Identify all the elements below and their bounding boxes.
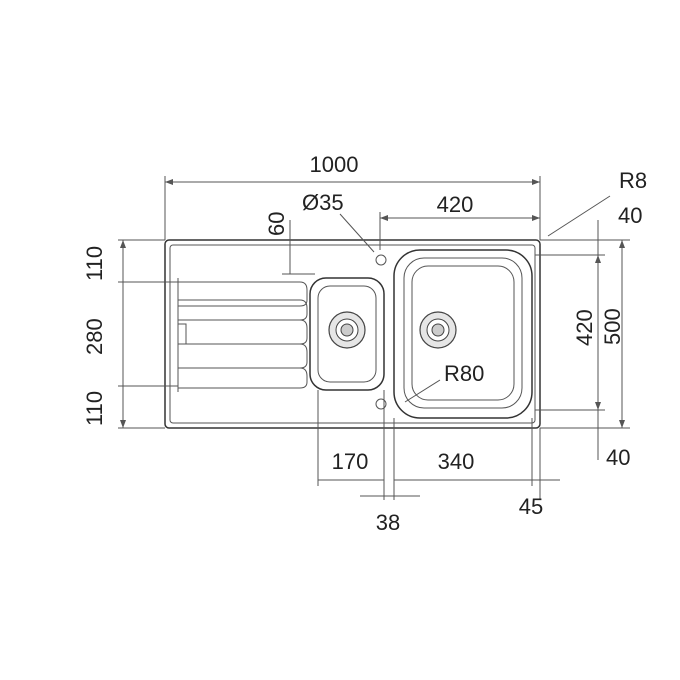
overflow-hole-icon <box>375 398 387 410</box>
main-bowl <box>393 249 533 419</box>
right-outer-height-label: 500 <box>600 308 625 345</box>
left-bottom-label: 110 <box>82 391 107 426</box>
dimension-lines <box>118 176 630 500</box>
small-bowl-width-label: 170 <box>332 449 369 474</box>
main-bowl-bottom-width-label: 340 <box>438 449 475 474</box>
drainer-offset-label: 60 <box>264 212 289 236</box>
sink-body <box>164 239 541 429</box>
tap-hole-icon <box>375 254 387 266</box>
hole-diameter-label: Ø35 <box>302 190 344 215</box>
radius-corner-label: R8 <box>619 168 647 193</box>
right-inner-height-label: 420 <box>572 309 597 346</box>
drainer-area <box>177 278 308 392</box>
right-top-label: 40 <box>618 203 642 228</box>
overall-width-label: 1000 <box>310 152 359 177</box>
bowl-gap-label: 38 <box>376 510 400 535</box>
overflow-slot <box>177 323 187 345</box>
right-edge-offset-label: 45 <box>519 494 543 519</box>
right-bottom-label: 40 <box>606 445 630 470</box>
main-bowl-width-label: 420 <box>437 192 474 217</box>
left-middle-label: 280 <box>82 318 107 355</box>
left-top-label: 110 <box>82 246 107 281</box>
small-bowl <box>309 277 385 391</box>
bowl-radius-label: R80 <box>444 361 484 386</box>
